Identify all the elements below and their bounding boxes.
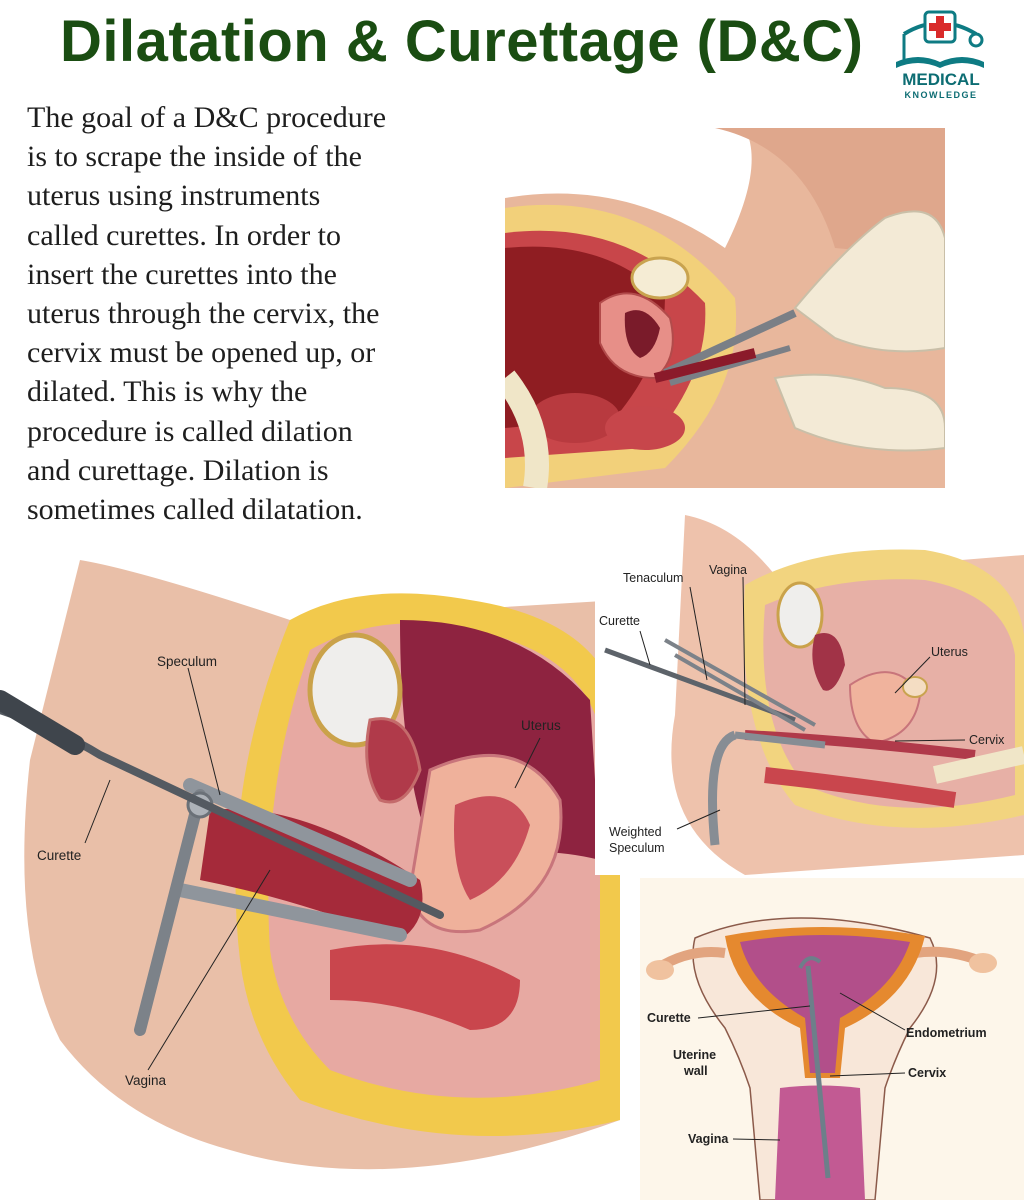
- intro-line: sometimes called dilatation.: [27, 493, 363, 527]
- intro-line: cervix must be opened up, or: [27, 336, 376, 370]
- label-speculum: Speculum: [157, 654, 218, 669]
- intro-line: procedure is called dilation: [27, 414, 353, 448]
- procedure-illustration: [505, 128, 945, 488]
- intro-line: uterus using instruments: [27, 179, 321, 213]
- speculum-curette-illustration: Speculum Uterus Curette Vagina: [0, 560, 620, 1200]
- label-cervix: Cervix: [969, 733, 1005, 747]
- label-speculum: Speculum: [609, 841, 665, 855]
- label-curette: Curette: [37, 848, 82, 863]
- tenaculum-drawing: [595, 515, 1024, 875]
- logo-subword: KNOWLEDGE: [904, 90, 978, 100]
- page-title: Dilatation & Curettage (D&C): [60, 9, 864, 74]
- label-cervix: Cervix: [908, 1066, 947, 1080]
- label-weighted: Weighted: [609, 825, 662, 839]
- label-uterus: Uterus: [931, 645, 968, 659]
- label-wall: wall: [684, 1064, 708, 1078]
- speculum-drawing: [0, 560, 620, 1200]
- intro-line: uterus through the cervix, the: [27, 297, 380, 331]
- front-view-illustration: Curette Endometrium Uterine wall Cervix …: [640, 878, 1024, 1200]
- label-vagina: Vagina: [125, 1073, 167, 1088]
- intro-paragraph: The goal of a D&C procedure is to scrape…: [27, 98, 507, 529]
- label-endometrium: Endometrium: [906, 1026, 987, 1040]
- intro-line: and curettage. Dilation is: [27, 453, 329, 487]
- label-tenaculum: Tenaculum: [623, 571, 684, 585]
- intro-line: insert the curettes into the: [27, 257, 337, 291]
- front-view-drawing: [640, 878, 1024, 1200]
- intro-line: is to scrape the inside of the: [27, 140, 362, 174]
- label-uterine: Uterine: [673, 1048, 717, 1062]
- medical-knowledge-logo: [896, 10, 984, 68]
- label-uterus: Uterus: [521, 718, 561, 733]
- label-curette: Curette: [599, 614, 640, 628]
- intro-line: called curettes. In order to: [27, 218, 342, 252]
- label-vagina: Vagina: [688, 1132, 729, 1146]
- intro-line: dilated. This is why the: [27, 375, 308, 409]
- label-curette: Curette: [647, 1011, 691, 1025]
- tenaculum-illustration: Tenaculum Vagina Curette Uterus Cervix W…: [595, 515, 1024, 875]
- logo-word: MEDICAL: [902, 70, 980, 89]
- procedure-drawing: [505, 128, 945, 488]
- label-vagina: Vagina: [709, 563, 747, 577]
- intro-line: The goal of a D&C procedure: [27, 101, 387, 134]
